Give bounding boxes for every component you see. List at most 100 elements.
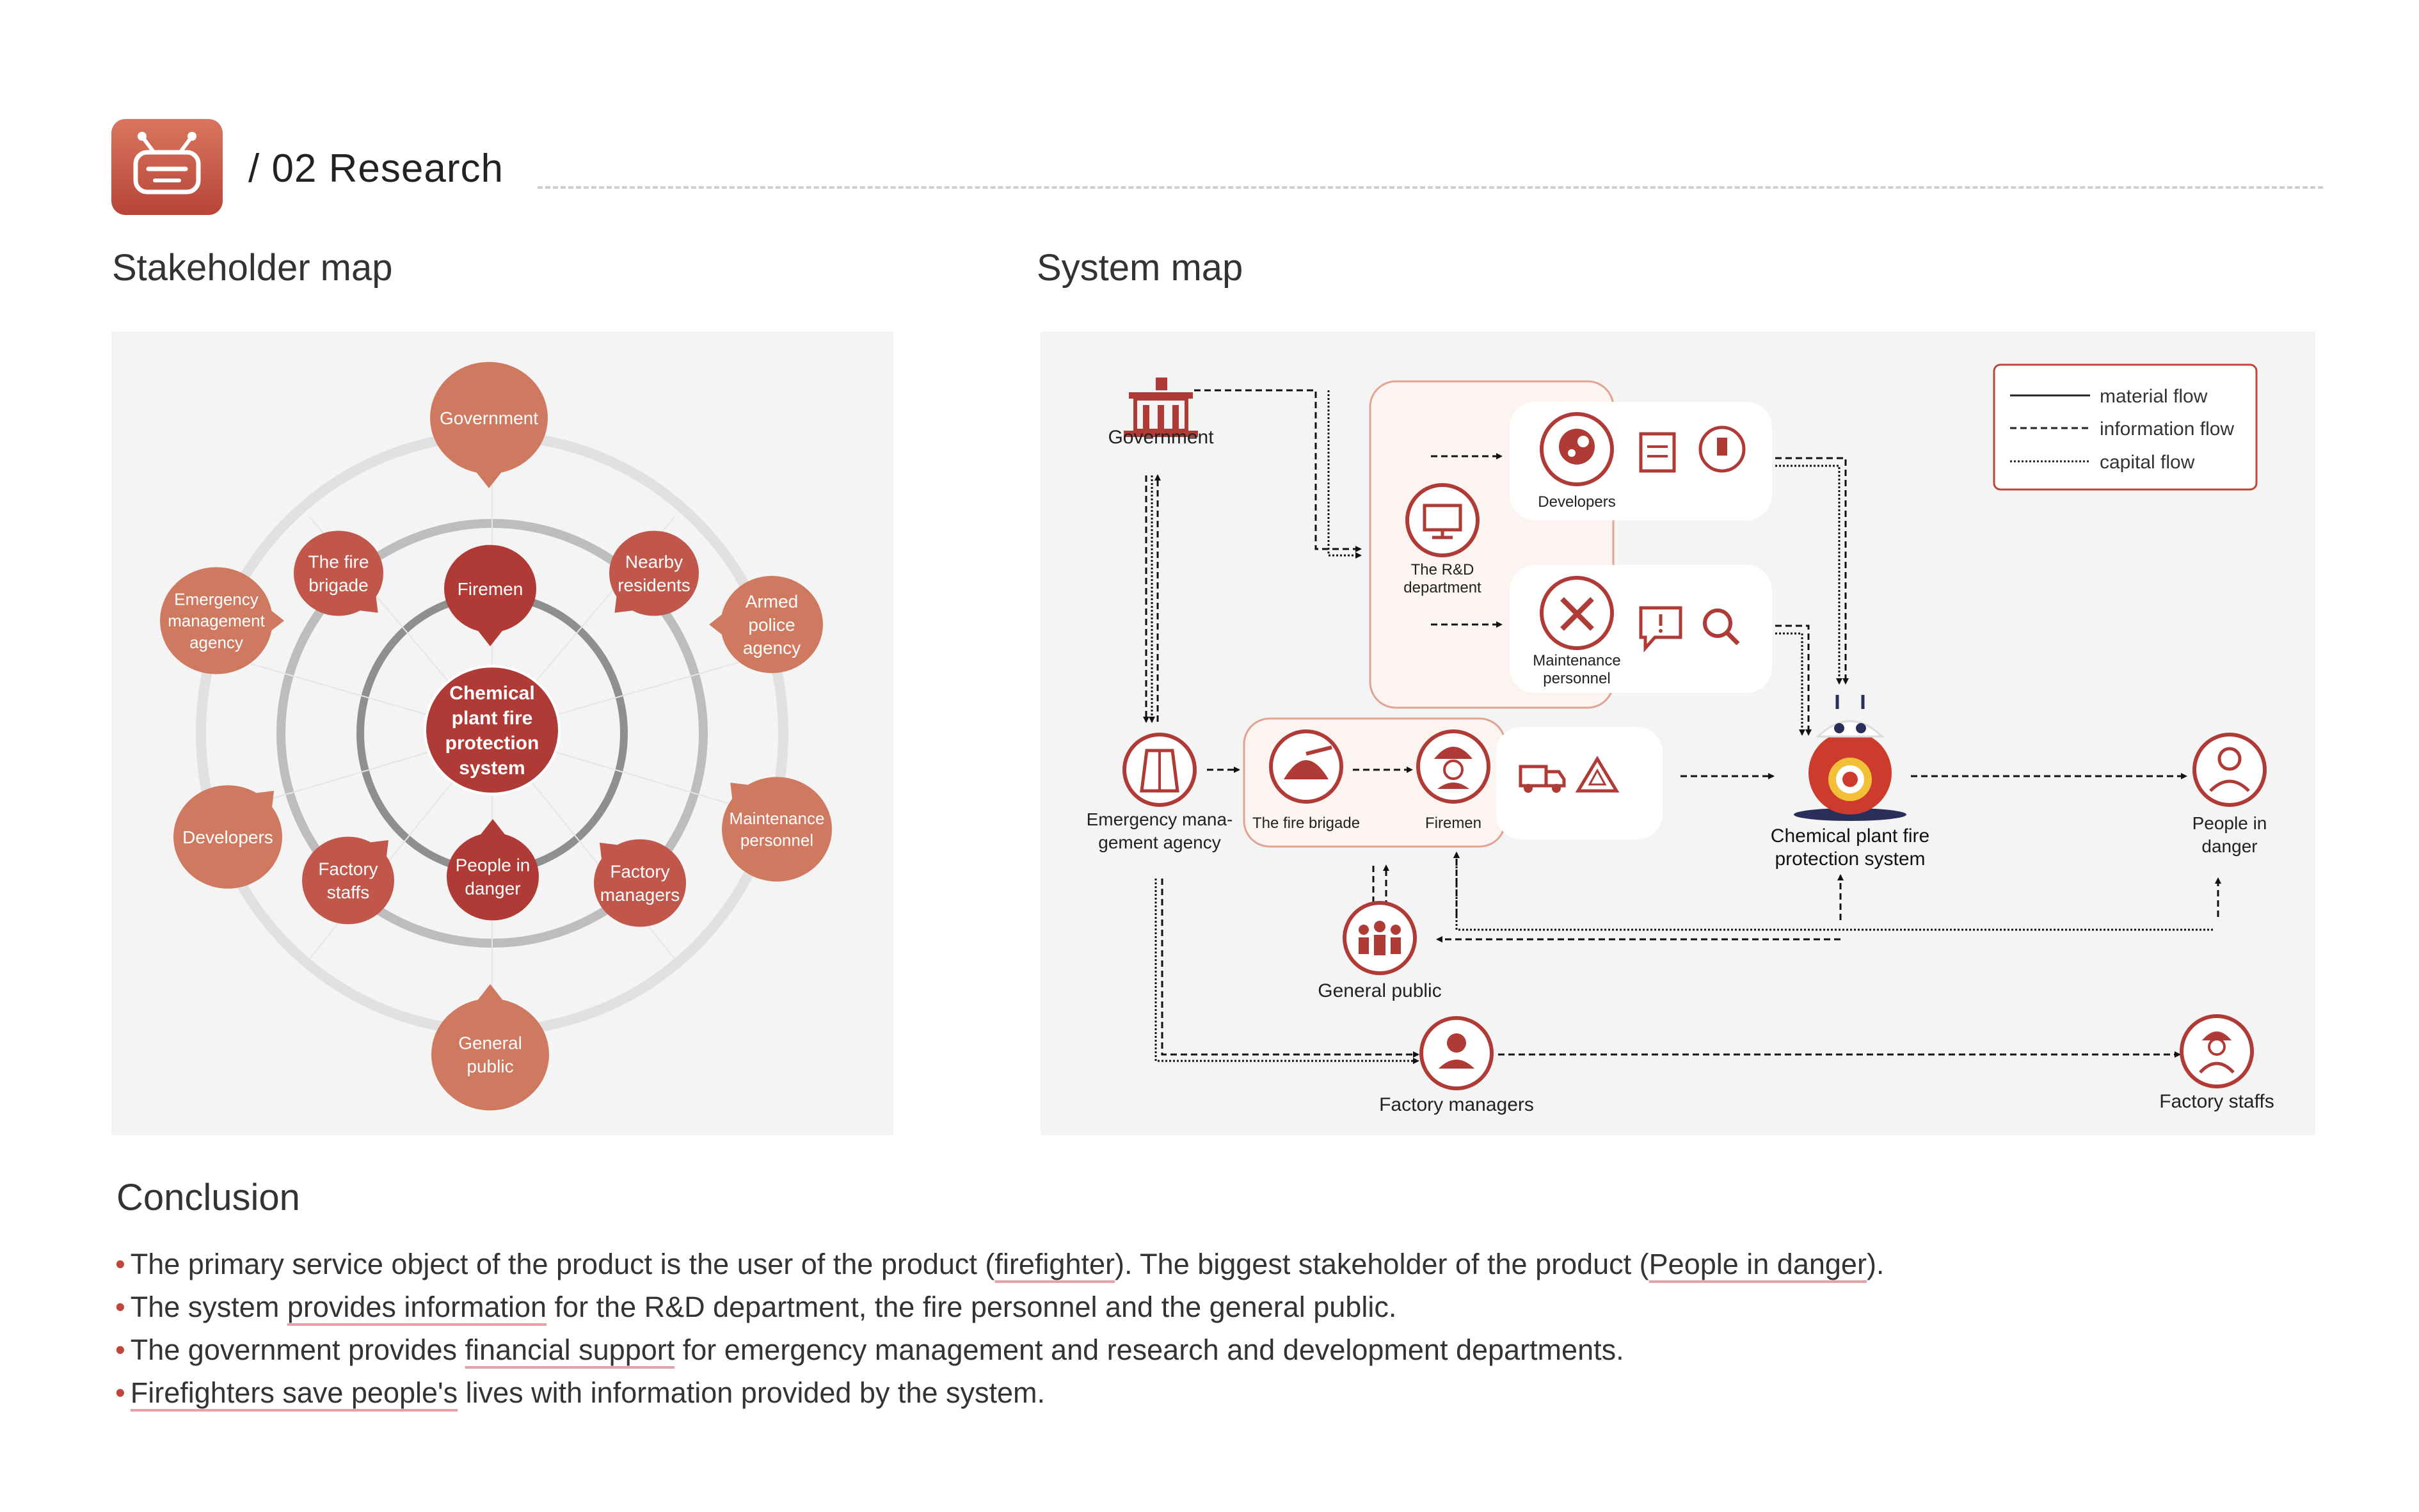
stakeholder-label: system [459, 758, 525, 779]
system-label-firemen: Firemen [1425, 815, 1481, 832]
stakeholder-label: Developers [182, 827, 273, 847]
stakeholder-label: plant fire [452, 708, 533, 729]
stakeholder-map: Chemical plant fire protection system Govern… [160, 362, 832, 1111]
stakeholder-label: protection [445, 733, 539, 754]
fire-icons-box [1496, 727, 1663, 840]
flow-gov-rnd [1194, 389, 1362, 552]
stakeholder-node-emergency-agency: Emergency management agency [160, 567, 284, 674]
person-danger-icon [2209, 747, 2250, 792]
notes-icon [1639, 432, 1676, 473]
flow-maintenance-system [1775, 625, 1812, 736]
system-label-maintenance-1: Maintenance [1533, 652, 1620, 669]
legend-material: material flow [2100, 386, 2208, 407]
header-divider [538, 186, 2323, 189]
research-logo [111, 119, 223, 215]
stakeholder-label: agency [743, 638, 801, 658]
worker-icon [2199, 1031, 2235, 1074]
stakeholder-label: brigade [308, 575, 368, 595]
conclusion-bullet-2: •The system provides information for the… [115, 1291, 1397, 1323]
stakeholder-map-panel: Chemical plant fire protection system Govern… [111, 331, 893, 1135]
stakeholder-node-factory-staffs: Factory staffs [302, 836, 394, 925]
computer-icon [1423, 504, 1462, 539]
stakeholder-map-title: Stakeholder map [112, 247, 393, 289]
stakeholder-node-firemen: Firemen [444, 545, 536, 646]
system-map-panel: material flow information flow capital f… [1041, 331, 2315, 1135]
stakeholder-node-fire-brigade: The fire brigade [294, 530, 383, 616]
system-label-developers: Developers [1538, 493, 1615, 511]
stakeholder-label: police [748, 615, 795, 635]
stakeholder-label: Chemical [449, 683, 534, 704]
system-label-managers: Factory managers [1379, 1094, 1534, 1115]
tools-icon [1560, 597, 1594, 631]
capital-gov-rnd [1327, 390, 1362, 559]
flow-emergency-managers [1161, 879, 1419, 1058]
stakeholder-node-maintenance: Maintenance personnel [722, 777, 832, 882]
stakeholder-node-factory-managers: Factory managers [594, 839, 686, 927]
stakeholder-node-people-in-danger: People in danger [447, 819, 539, 921]
stakeholder-node-developers: Developers [173, 785, 282, 889]
system-label-rnd-1: The R&D [1411, 561, 1474, 578]
system-label-people-1: People in [2192, 813, 2267, 833]
stakeholder-node-armed-police: Armed police agency [709, 576, 823, 673]
stakeholder-label: managers [600, 885, 680, 905]
stakeholder-label: General [458, 1033, 522, 1053]
stakeholder-node-general-public: General public [431, 984, 549, 1111]
system-label-government: Government [1108, 427, 1214, 448]
system-label-system-1: Chemical plant fire [1771, 825, 1929, 847]
crowd-icon [1359, 921, 1401, 955]
fire-extinguisher-icon [1284, 745, 1332, 779]
stakeholder-node-government: Government [430, 362, 548, 488]
conclusion-bullet-4: •Firefighters save people's lives with i… [115, 1376, 1046, 1409]
system-label-rnd-2: department [1403, 579, 1481, 596]
stakeholder-label: agency [189, 633, 243, 652]
section-title: / 02 Research [248, 147, 504, 191]
alert-message-icon [1639, 606, 1682, 653]
pen-icon [1698, 426, 1746, 473]
conclusion-title: Conclusion [116, 1177, 300, 1218]
stakeholder-label: Armed [746, 591, 798, 611]
system-label-maintenance-2: personnel [1543, 670, 1610, 687]
brain-icon [1559, 429, 1595, 465]
vest-icon [1140, 749, 1179, 793]
stakeholder-label: management [168, 611, 266, 630]
stakeholder-label: danger [465, 879, 520, 898]
stakeholder-label: Emergency [174, 589, 259, 609]
system-label-fire-brigade: The fire brigade [1252, 815, 1360, 832]
stakeholder-node-center: Chemical plant fire protection system [424, 665, 561, 795]
system-map: material flow information flow capital f… [1087, 363, 2274, 1115]
system-label-emergency-1: Emergency mana- [1087, 809, 1233, 829]
system-label-emergency-2: gement agency [1098, 832, 1220, 852]
stakeholder-label: personnel [740, 831, 813, 850]
stakeholder-label: Factory [610, 862, 669, 882]
system-label-staffs: Factory staffs [2159, 1091, 2274, 1112]
truck-icon [1519, 765, 1566, 793]
government-icon [1124, 378, 1198, 437]
stakeholder-label: People in [456, 855, 531, 875]
capital-people-firemen [1453, 852, 2213, 931]
fireman-icon [1434, 747, 1473, 789]
stakeholder-label: residents [618, 575, 691, 595]
stakeholder-label: Factory [318, 859, 378, 879]
robot-icon [133, 132, 201, 195]
system-label-public: General public [1318, 980, 1441, 1001]
flow-developers-system [1775, 457, 1849, 685]
stakeholder-label: Firemen [458, 579, 523, 599]
conclusion-bullet-3: •The government provides financial suppo… [115, 1333, 1624, 1366]
capital-emergency-managers [1154, 879, 1419, 1064]
system-label-people-2: danger [2201, 836, 2257, 856]
stakeholder-label: staffs [327, 882, 369, 902]
search-icon [1703, 609, 1740, 646]
stakeholder-label: Maintenance [730, 809, 825, 828]
manager-icon [1439, 1033, 1474, 1069]
stakeholder-label: The fire [308, 552, 369, 572]
legend-information: information flow [2100, 418, 2234, 440]
fire-protection-robot-icon [1794, 695, 1906, 821]
stakeholder-label: public [467, 1056, 513, 1076]
conclusion-bullet-1: •The primary service object of the produ… [115, 1248, 1885, 1280]
stakeholder-label: Government [440, 408, 538, 428]
capital-maintenance-system [1775, 632, 1805, 736]
legend-capital: capital flow [2100, 452, 2195, 473]
warning-icon [1575, 756, 1620, 793]
capital-developers-system [1775, 465, 1842, 685]
